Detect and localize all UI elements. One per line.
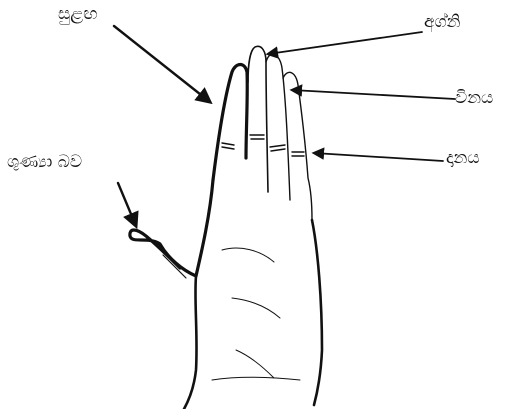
palm-crease-2 bbox=[232, 298, 280, 318]
arrow-vinaya bbox=[292, 90, 455, 99]
knuckle-mark bbox=[222, 147, 234, 149]
knuckle-marks bbox=[222, 135, 304, 156]
palm-crease-3 bbox=[236, 350, 274, 378]
arrow-sulaga bbox=[114, 26, 210, 102]
arrow-guna-bava bbox=[118, 183, 136, 226]
pointer-arrows bbox=[114, 26, 455, 226]
thumb bbox=[130, 180, 213, 276]
label-vinaya: විනය bbox=[455, 88, 493, 108]
little-finger bbox=[213, 65, 247, 181]
palm-left-edge bbox=[184, 276, 197, 409]
knuckle-mark bbox=[270, 145, 285, 147]
wrist-crease bbox=[212, 377, 300, 380]
label-sulaga: සුළඟ bbox=[58, 4, 98, 24]
arrow-dhanaya bbox=[314, 153, 443, 161]
arrow-agni bbox=[268, 32, 422, 54]
hand-outline bbox=[130, 46, 322, 409]
ring-finger bbox=[248, 46, 268, 192]
label-dhanaya: දානය bbox=[446, 148, 480, 168]
label-agni: අග්නි bbox=[424, 12, 460, 32]
palm-crease-1 bbox=[222, 248, 274, 262]
knuckle-mark bbox=[222, 143, 234, 145]
knuckle-mark bbox=[271, 149, 285, 151]
label-guna-bava: ශුණ්‍යා බව bbox=[7, 152, 82, 172]
palm-right-edge bbox=[312, 220, 322, 405]
middle-finger bbox=[266, 54, 290, 200]
